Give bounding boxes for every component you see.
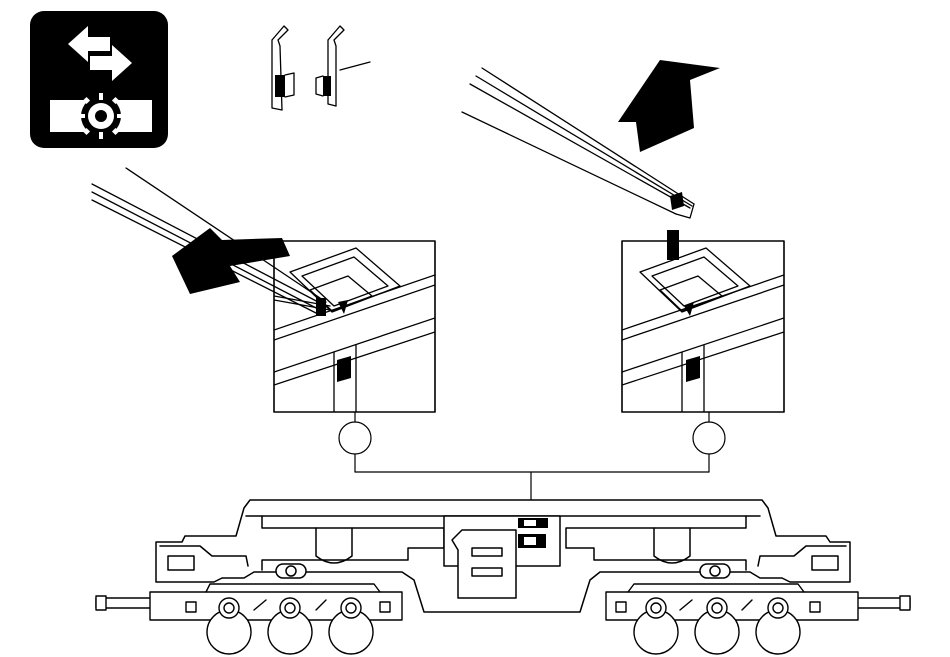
lift-arrow-icon [618,60,720,152]
bogie-right [606,584,910,654]
detail-panel-left [274,241,435,412]
callout-circle-left [339,422,371,454]
detail-panel-right [622,230,784,412]
callout-circle-right [693,422,725,454]
bogie-left [96,584,402,654]
contact-clip-sketch [272,26,370,110]
mode-badge-icon [30,11,168,148]
